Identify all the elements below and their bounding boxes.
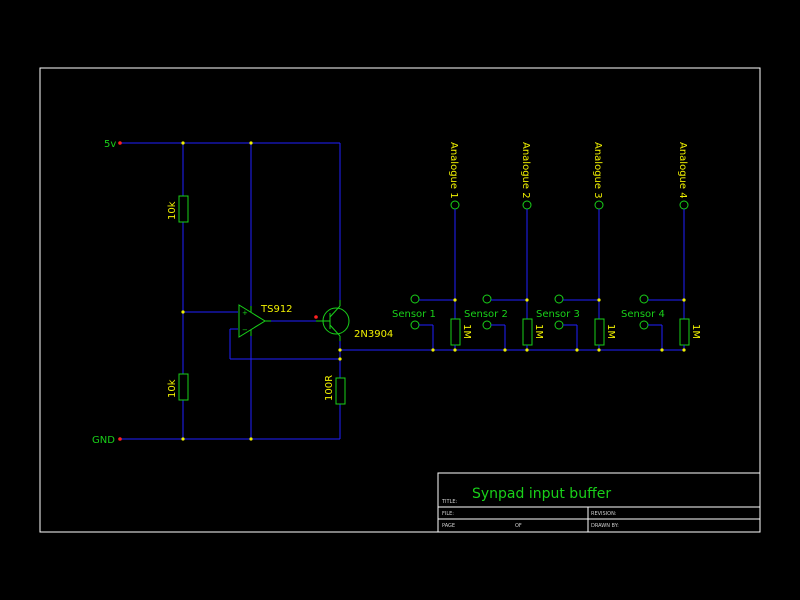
junction-dot <box>338 357 342 361</box>
analogue-label: Analogue 4 <box>677 142 688 199</box>
wires <box>120 142 684 440</box>
drawing-frame <box>39 67 761 533</box>
resistor-r-emitter-label: 100R <box>324 375 335 401</box>
sensor-label: Sensor 1 <box>392 309 436 320</box>
analogue-terminal <box>679 200 689 210</box>
junction-dot <box>597 298 601 302</box>
sensor-pad-bottom <box>639 320 649 330</box>
transistor-label: 2N3904 <box>354 329 393 340</box>
of-caption: OF <box>515 523 522 529</box>
junction-dot <box>597 348 601 352</box>
sensor-pad-top <box>482 294 492 304</box>
sensor-channel-4: Analogue 4 Sensor 4 1M <box>621 142 701 350</box>
junctions <box>181 141 686 441</box>
junction-dot <box>682 348 686 352</box>
pulldown-resistor <box>450 318 461 346</box>
junction-dot <box>525 298 529 302</box>
ground-rail-label: GND <box>92 435 115 446</box>
sensor-pad-top <box>410 294 420 304</box>
sensor-pad-bottom <box>410 320 420 330</box>
sensor-label: Sensor 2 <box>464 309 508 320</box>
pulldown-resistor-label: 1M <box>461 324 472 339</box>
junction-dot <box>181 141 185 145</box>
title-block: TITLE: Synpad input buffer FILE: REVISIO… <box>437 472 761 533</box>
analogue-terminal <box>450 200 460 210</box>
analogue-terminal <box>594 200 604 210</box>
resistor-r-top-label: 10k <box>167 201 178 220</box>
supply-rail-label: 5v <box>104 139 116 150</box>
junction-dot <box>453 298 457 302</box>
junction-dot <box>453 348 457 352</box>
pulldown-resistor-label: 1M <box>533 324 544 339</box>
sensor-label: Sensor 3 <box>536 309 580 320</box>
revision-caption: REVISION: <box>591 511 617 517</box>
pulldown-resistor <box>522 318 533 346</box>
sensor-label: Sensor 4 <box>621 309 665 320</box>
analogue-label: Analogue 3 <box>592 142 603 199</box>
pulldown-resistor-label: 1M <box>690 324 701 339</box>
junction-dot <box>503 348 507 352</box>
pin-marker <box>314 315 318 319</box>
svg-text:+: + <box>242 309 248 317</box>
junction-dot <box>338 348 342 352</box>
junction-dot <box>181 437 185 441</box>
transistor-symbol <box>316 300 350 341</box>
pin-marker <box>118 437 122 441</box>
drawing-title: Synpad input buffer <box>472 486 611 502</box>
resistor-r-bottom-label: 10k <box>167 379 178 398</box>
junction-dot <box>660 348 664 352</box>
title-caption: TITLE: <box>441 499 458 505</box>
sensor-pad-bottom <box>554 320 564 330</box>
analogue-label: Analogue 1 <box>448 142 459 199</box>
junction-dot <box>525 348 529 352</box>
pulldown-resistor <box>679 318 690 346</box>
pulldown-resistor <box>594 318 605 346</box>
analogue-terminal <box>522 200 532 210</box>
pin-marker <box>118 141 122 145</box>
junction-dot <box>431 348 435 352</box>
pulldown-resistor-label: 1M <box>605 324 616 339</box>
file-caption: FILE: <box>442 511 454 517</box>
resistor-r-bottom <box>178 373 189 401</box>
sensor-pad-top <box>639 294 649 304</box>
junction-dot <box>682 298 686 302</box>
sensor-channel-3: Analogue 3 Sensor 3 1M <box>536 142 616 350</box>
opamp-symbol: + − <box>238 304 271 338</box>
junction-dot <box>249 141 253 145</box>
svg-text:−: − <box>242 326 248 334</box>
sensor-pad-top <box>554 294 564 304</box>
sensor-pad-bottom <box>482 320 492 330</box>
sensor-channel-1: Analogue 1 Sensor 1 1M <box>392 142 472 350</box>
junction-dot <box>181 310 185 314</box>
page-caption: PAGE <box>442 523 455 529</box>
rail-pins <box>118 141 318 441</box>
opamp-label: TS912 <box>260 304 293 315</box>
junction-dot <box>575 348 579 352</box>
drawn-by-caption: DRAWN BY: <box>591 523 619 529</box>
junction-dot <box>249 437 253 441</box>
sensor-channels: Analogue 1 Sensor 1 1M Analogue 2 Sensor 2 1M… <box>392 142 701 350</box>
resistor-r-emitter <box>335 377 346 405</box>
analogue-label: Analogue 2 <box>520 142 531 199</box>
sensor-channel-2: Analogue 2 Sensor 2 1M <box>464 142 544 350</box>
resistor-r-top <box>178 195 189 223</box>
